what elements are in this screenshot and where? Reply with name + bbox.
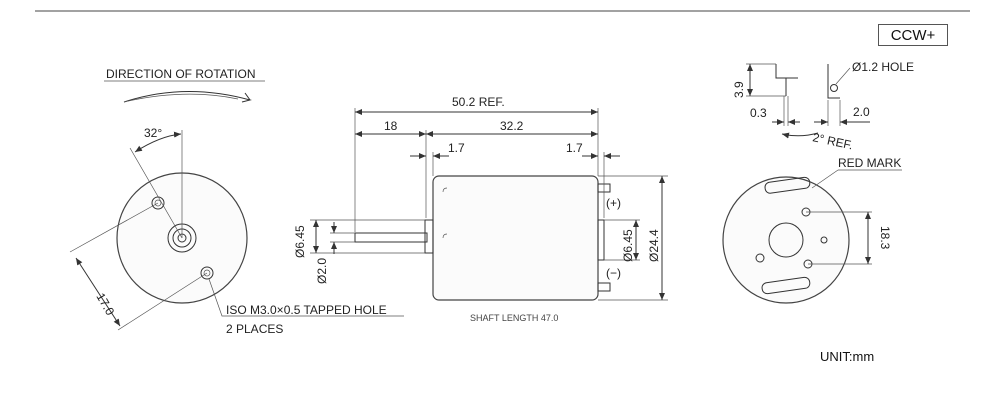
brush-slot-upper bbox=[764, 176, 811, 194]
shaft-extension-18: 18 bbox=[384, 119, 398, 133]
rear-boss-side bbox=[597, 219, 605, 261]
rear-boss-dia: Ø6.45 bbox=[621, 229, 635, 262]
plus-label: (+) bbox=[606, 196, 621, 210]
boss-length-right: 1.7 bbox=[566, 141, 583, 155]
minus-label: (−) bbox=[606, 266, 621, 280]
front-boss-dia: Ø6.45 bbox=[293, 225, 307, 258]
angle-2-ref: 2° REF. bbox=[811, 130, 854, 152]
terminal-thickness: 0.3 bbox=[750, 106, 767, 120]
tapped-hole-note: ISO M3.0×0.5 TAPPED HOLE bbox=[226, 303, 387, 317]
angle-32: 32° bbox=[144, 126, 162, 140]
body-length-32-2: 32.2 bbox=[500, 119, 524, 133]
terminal-width: 2.0 bbox=[853, 105, 870, 119]
boss-length-left: 1.7 bbox=[448, 141, 465, 155]
motor-body bbox=[432, 175, 599, 301]
terminal-minus bbox=[597, 282, 611, 292]
ccw-badge: CCW+ bbox=[878, 24, 948, 46]
body-dia: Ø24.4 bbox=[647, 229, 661, 262]
shaft-dia: Ø2.0 bbox=[315, 258, 329, 284]
terminal-hole bbox=[830, 84, 838, 92]
front-view: DIRECTION OF ROTATION 32° 17.0 ISO M3.0×… bbox=[69, 67, 404, 336]
hole-callout: Ø1.2 HOLE bbox=[852, 60, 914, 74]
unit-label: UNIT:mm bbox=[820, 349, 875, 364]
direction-of-rotation-label: DIRECTION OF ROTATION bbox=[106, 67, 256, 81]
red-mark-label: RED MARK bbox=[838, 156, 901, 170]
brush-slot-lower bbox=[761, 276, 811, 295]
hole-pitch-17: 17.0 bbox=[93, 291, 117, 319]
shaft bbox=[354, 232, 428, 243]
side-view: (+) (−) 50.2 REF. 18 32.2 1.7 1.7 Ø6.45 bbox=[293, 95, 668, 323]
tapped-hole-places: 2 PLACES bbox=[226, 322, 283, 336]
rear-view: 3.9 0.3 2.0 Ø1.2 HOLE 2° REF. RED MARK 1… bbox=[722, 60, 914, 304]
slot-span: 18.3 bbox=[878, 226, 892, 250]
front-boss-side bbox=[424, 219, 434, 254]
shaft-length-note: SHAFT LENGTH 47.0 bbox=[470, 313, 558, 323]
terminal-height: 3.9 bbox=[732, 81, 746, 98]
rear-face-outline bbox=[722, 176, 850, 304]
overall-length: 50.2 REF. bbox=[452, 95, 505, 109]
tapped-hole-lower bbox=[200, 266, 214, 280]
rotation-arrow-icon bbox=[123, 91, 252, 103]
